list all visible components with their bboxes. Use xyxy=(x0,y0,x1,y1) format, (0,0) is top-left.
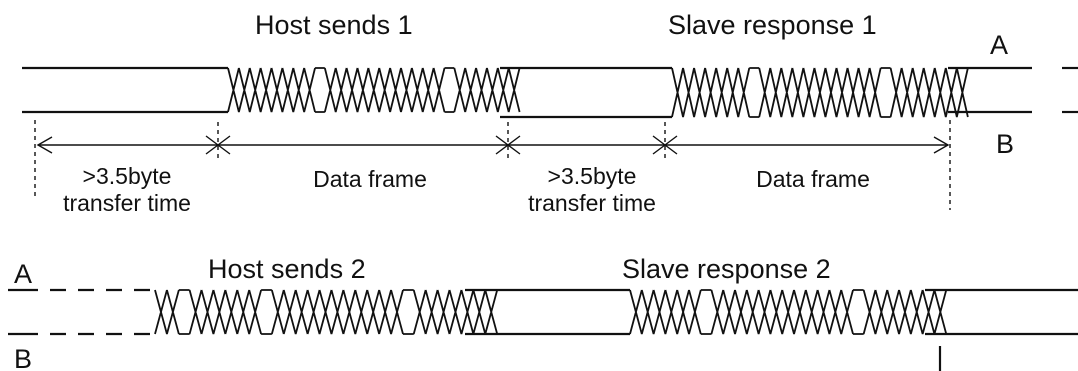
host-sends-1-label: Host sends 1 xyxy=(255,10,413,40)
line-b-label-top: B xyxy=(996,129,1014,159)
gap-2-line-2: transfer time xyxy=(528,190,656,216)
tick-cross-2 xyxy=(495,135,521,155)
slave-data-burst-1 xyxy=(671,67,969,118)
line-a-label-top: A xyxy=(990,30,1008,60)
data-frame-2-label: Data frame xyxy=(756,166,870,192)
host-sends-2-label: Host sends 2 xyxy=(208,254,366,284)
data-frame-1-label: Data frame xyxy=(313,166,427,192)
arrow-left xyxy=(36,136,53,154)
top-timing-row: Host sends 1 Slave response 1 A B >3.5by… xyxy=(22,10,1078,216)
line-b-label-bottom: B xyxy=(14,344,32,371)
gap-2-line-1: >3.5byte xyxy=(548,163,637,189)
tick-cross-3 xyxy=(652,135,678,155)
line-a-label-bottom: A xyxy=(14,259,32,289)
arrow-right xyxy=(933,136,950,154)
gap-1-line-2: transfer time xyxy=(63,190,191,216)
slave-response-2-label: Slave response 2 xyxy=(622,254,831,284)
slave-response-1-label: Slave response 1 xyxy=(668,10,877,40)
bottom-timing-row: Host sends 2 Slave response 2 A B xyxy=(8,254,1078,371)
host-data-burst-1 xyxy=(227,67,521,113)
slave-data-burst-2 xyxy=(629,289,948,335)
host-data-burst-2 xyxy=(154,289,499,335)
gap-1-line-1: >3.5byte xyxy=(83,163,172,189)
tick-cross-1 xyxy=(205,135,231,155)
